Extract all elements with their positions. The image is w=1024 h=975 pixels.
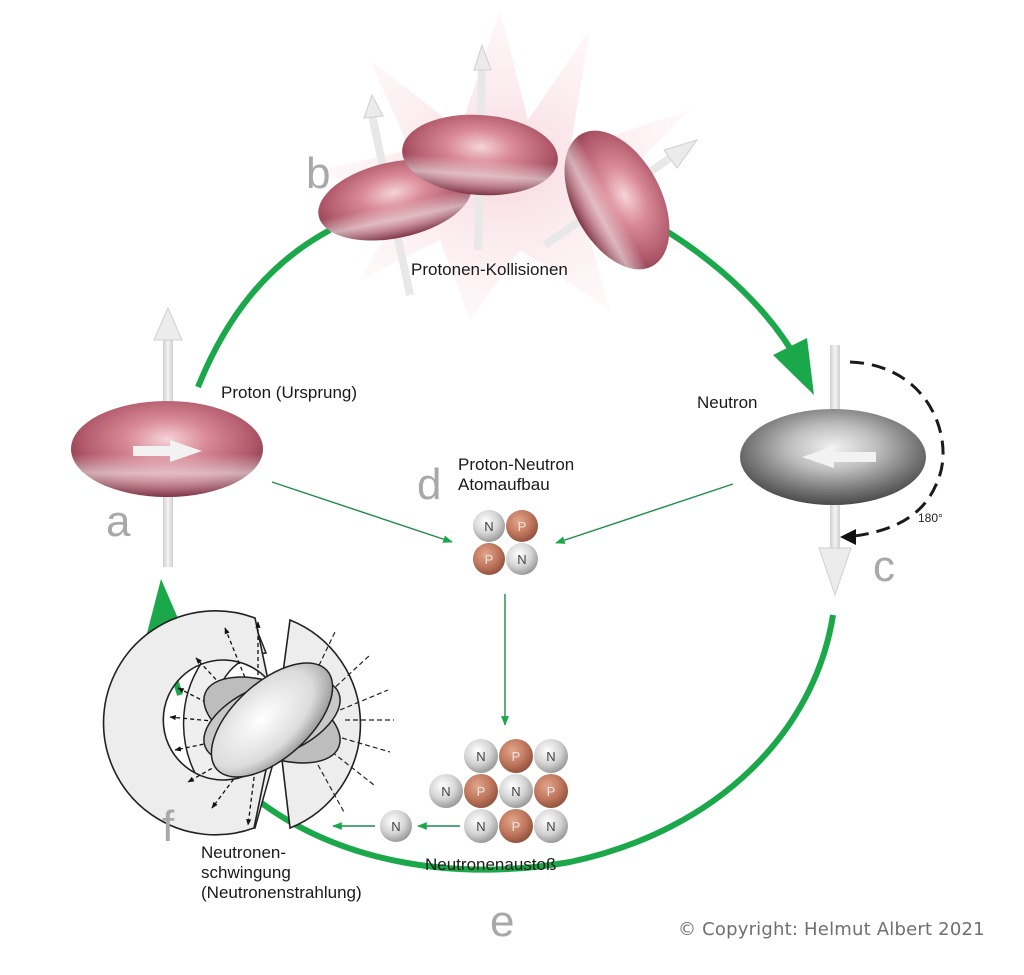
nucleon-label: N <box>391 819 400 834</box>
nucleus-small: N P P N <box>473 510 538 575</box>
colliding-protons <box>318 114 670 270</box>
label-proton-ursprung: Proton (Ursprung) <box>221 383 358 402</box>
stage-letter-c: c <box>873 542 895 591</box>
proton-sphere: P <box>506 510 538 542</box>
nucleon-label: P <box>477 784 486 799</box>
proton-sphere: P <box>499 739 533 773</box>
cycle-arrows <box>146 227 836 873</box>
cycle-arrowhead-c <box>773 338 814 395</box>
label-neutronenstrahlung: (Neutronenstrahlung) <box>201 883 362 902</box>
proton-sphere: P <box>464 774 498 808</box>
label-rotation-180: 180° <box>918 511 943 525</box>
neutron-sphere: N <box>534 739 568 773</box>
nucleon-label: P <box>512 749 521 764</box>
emitted-neutron: N <box>380 810 412 842</box>
neutron-sphere: N <box>534 809 568 843</box>
neutron-sphere: N <box>473 510 505 542</box>
nucleus-large: N P N N P N P N P N <box>429 739 568 843</box>
proton-sphere: P <box>473 543 505 575</box>
nucleon-label: P <box>518 519 527 534</box>
nucleon-label: N <box>476 749 485 764</box>
proton-sphere: P <box>534 774 568 808</box>
neutron-sphere: N <box>464 739 498 773</box>
label-atomaufbau: Atomaufbau <box>458 475 550 494</box>
proton-spin-arrow-right-icon <box>133 440 202 462</box>
neutron-sphere: N <box>506 543 538 575</box>
nucleon-label: N <box>441 784 450 799</box>
neutron <box>740 345 945 597</box>
nucleon-label: N <box>476 819 485 834</box>
nucleon-label: N <box>511 784 520 799</box>
label-proton-neutron: Proton-Neutron <box>458 455 575 474</box>
neutron-sphere: N <box>464 809 498 843</box>
nucleon-label: N <box>546 819 555 834</box>
neutron-spin-arrow-left-icon <box>802 446 876 468</box>
nucleon-label: N <box>484 519 493 534</box>
neutron-sphere: N <box>380 810 412 842</box>
label-protonen-kollisionen: Protonen-Kollisionen <box>411 260 568 279</box>
stage-letter-d: d <box>417 460 442 509</box>
neutron-oscillation <box>102 610 394 836</box>
neutron-sphere: N <box>499 774 533 808</box>
nucleon-label: N <box>546 749 555 764</box>
label-neutronen: Neutronen- <box>201 843 287 862</box>
stage-letter-f: f <box>162 802 175 851</box>
stage-letter-e: e <box>490 897 515 946</box>
cycle-arc-c-to-f <box>243 614 836 873</box>
nucleon-label: P <box>512 819 521 834</box>
nucleon-label: P <box>547 784 556 799</box>
stage-letter-b: b <box>306 149 331 198</box>
label-neutron: Neutron <box>697 393 758 412</box>
proton-sphere: P <box>499 809 533 843</box>
neutron-sphere: N <box>429 774 463 808</box>
label-neutronenaustoss: Neutronenaustoß <box>425 855 557 874</box>
rotation-180-arc <box>845 360 945 539</box>
nucleon-label: P <box>485 552 494 567</box>
proton-origin <box>71 306 263 567</box>
copyright-notice: © Copyright: Helmut Albert 2021 <box>678 919 985 940</box>
label-schwingung: schwingung <box>201 863 291 882</box>
cycle-arc-b-to-c <box>666 229 803 367</box>
nucleon-label: N <box>517 552 526 567</box>
stage-letter-a: a <box>106 497 131 546</box>
cycle-arc-a-to-b <box>195 227 332 389</box>
formation-arrows <box>271 481 734 830</box>
